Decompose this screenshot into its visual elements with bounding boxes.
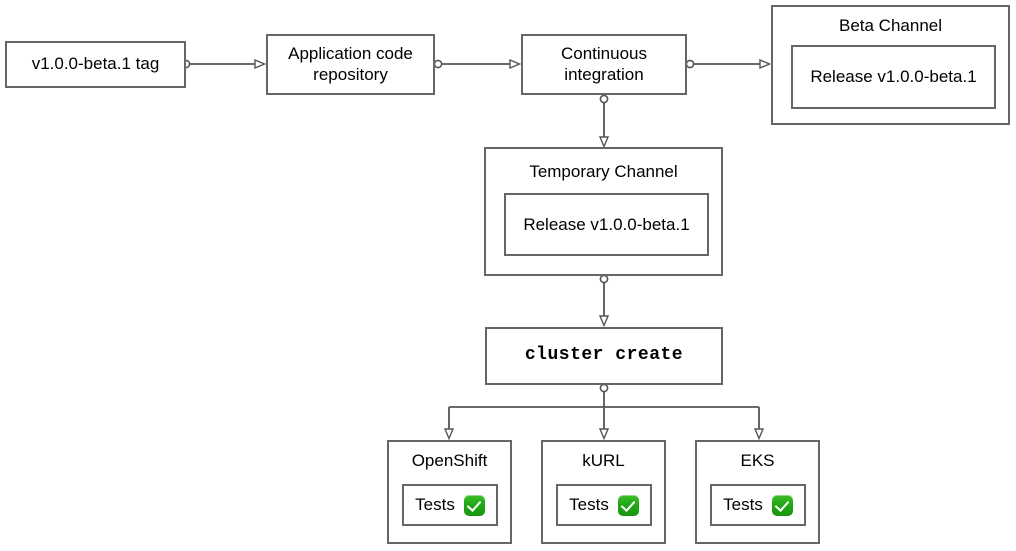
temporary-channel-release-label: Release v1.0.0-beta.1 bbox=[523, 214, 690, 234]
node-application-code-repository[interactable]: Application code repository bbox=[266, 34, 435, 95]
node-continuous-integration[interactable]: Continuous integration bbox=[521, 34, 687, 95]
temporary-channel-release-box[interactable]: Release v1.0.0-beta.1 bbox=[504, 193, 709, 256]
eks-tests-label: Tests bbox=[723, 495, 763, 514]
openshift-title: OpenShift bbox=[411, 451, 488, 470]
check-mark-button-icon bbox=[617, 494, 639, 516]
eks-tests-box[interactable]: Tests bbox=[710, 484, 806, 526]
beta-channel-release-label: Release v1.0.0-beta.1 bbox=[810, 67, 977, 86]
node-repo-label-line1: Application code bbox=[288, 43, 413, 63]
container-openshift[interactable]: OpenShift Tests bbox=[387, 440, 512, 544]
kurl-title: kURL bbox=[582, 451, 625, 470]
openshift-tests-label: Tests bbox=[415, 495, 455, 514]
kurl-tests-box[interactable]: Tests bbox=[556, 484, 652, 526]
node-cluster-create[interactable]: cluster create bbox=[485, 327, 723, 385]
node-ci-label-line2: integration bbox=[564, 64, 644, 84]
kurl-tests-label: Tests bbox=[569, 495, 609, 514]
eks-title: EKS bbox=[740, 451, 775, 470]
node-repo-label-line2: repository bbox=[313, 64, 388, 84]
node-ci-label-line1: Continuous bbox=[560, 43, 647, 63]
node-version-tag-label: v1.0.0-beta.1 tag bbox=[31, 54, 160, 74]
container-kurl[interactable]: kURL Tests bbox=[541, 440, 666, 544]
container-temporary-channel[interactable]: Temporary Channel Release v1.0.0-beta.1 bbox=[484, 147, 723, 276]
node-cluster-create-label: cluster create bbox=[524, 345, 684, 366]
temporary-channel-title: Temporary Channel bbox=[529, 162, 678, 181]
container-eks[interactable]: EKS Tests bbox=[695, 440, 820, 544]
beta-channel-release-box[interactable]: Release v1.0.0-beta.1 bbox=[791, 45, 996, 109]
container-beta-channel[interactable]: Beta Channel Release v1.0.0-beta.1 bbox=[771, 5, 1010, 125]
check-mark-button-icon bbox=[771, 494, 793, 516]
openshift-tests-box[interactable]: Tests bbox=[402, 484, 498, 526]
beta-channel-title: Beta Channel bbox=[838, 16, 943, 35]
node-version-tag[interactable]: v1.0.0-beta.1 tag bbox=[5, 41, 186, 88]
check-mark-button-icon bbox=[463, 494, 485, 516]
